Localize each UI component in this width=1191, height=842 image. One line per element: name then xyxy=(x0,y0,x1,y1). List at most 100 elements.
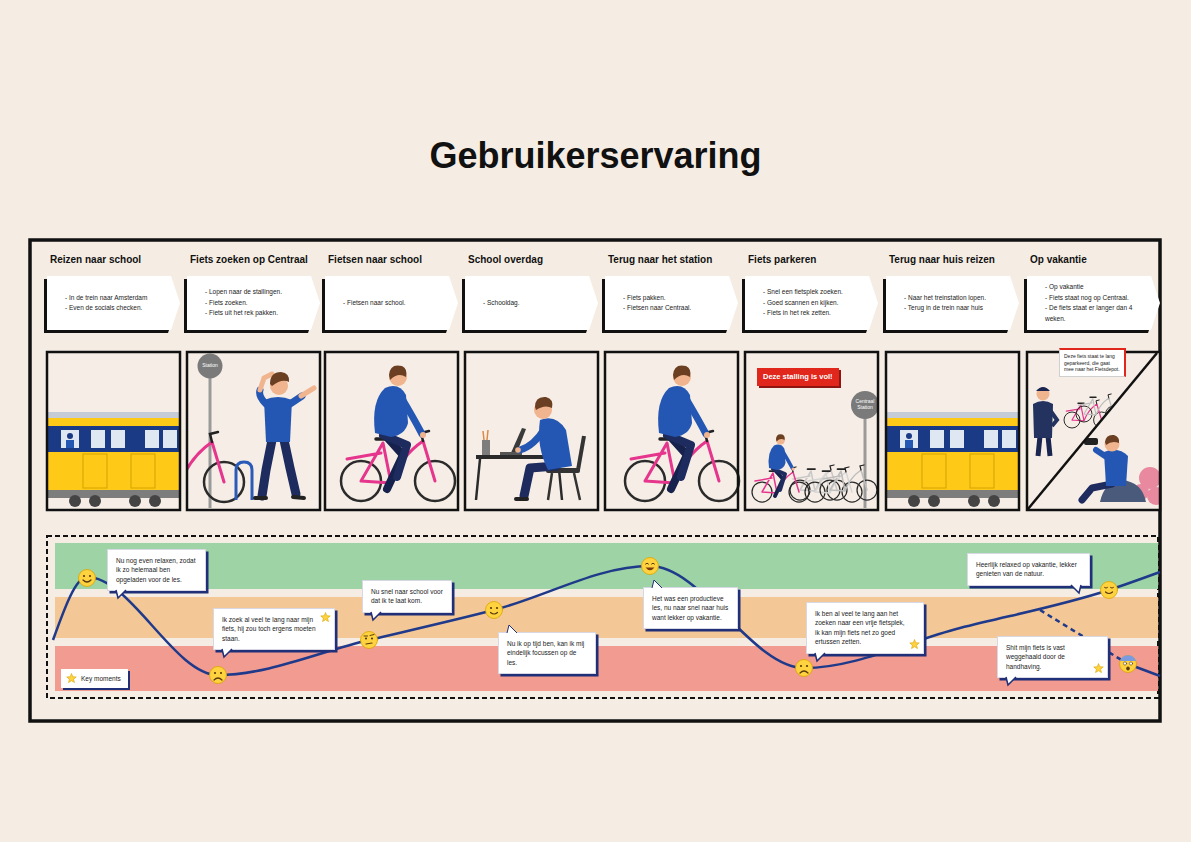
emotion-face xyxy=(1106,592,1113,594)
step-chevron xyxy=(745,276,878,330)
emotion-face xyxy=(490,607,492,609)
legend-swatch xyxy=(66,673,77,684)
desk-scene xyxy=(516,497,527,501)
emotion-callout: Ik ben al veel te lang aan het zoeken na… xyxy=(806,602,924,654)
panel-border xyxy=(47,352,1160,510)
searching-person xyxy=(255,496,266,500)
step-bullet: - Fietsen naar Centraal. xyxy=(623,303,724,314)
speech-bubble: Deze fiets staat te lang geparkeerd, die… xyxy=(1059,348,1126,377)
journey-step: Terug naar het station- Fiets pakken.- F… xyxy=(605,253,738,330)
callout-tail xyxy=(815,653,825,661)
callout-tail xyxy=(1071,585,1081,593)
callout-tail xyxy=(1071,585,1081,593)
panel-ground xyxy=(47,352,180,510)
emotion-face xyxy=(1129,662,1132,665)
step-chevron xyxy=(1027,276,1160,330)
holiday-scene xyxy=(1105,435,1119,445)
journey-step: Fiets parkeren - Snel een fietsplek zoeke… xyxy=(745,253,878,330)
journey-illustration xyxy=(886,412,1019,507)
bicycle-rack xyxy=(752,434,877,502)
enforcement-scene xyxy=(1050,410,1057,426)
bicycle-rack xyxy=(769,434,795,496)
emotion-face xyxy=(210,667,227,684)
panel-ground xyxy=(886,352,1019,510)
enforcement-scene xyxy=(1076,394,1122,422)
step-bullet: - Fiets in het rek zetten. xyxy=(763,308,864,319)
step-bullet: - Snel een fietsplek zoeken. xyxy=(763,287,864,298)
positive-band xyxy=(55,543,1158,589)
searching-person xyxy=(301,388,314,396)
step-box: - Op vakantie- Fiets staat nog op Centra… xyxy=(1027,276,1160,330)
emotion-face xyxy=(371,637,373,639)
callout-tail xyxy=(815,653,825,661)
step-box: - Fietsen naar school. xyxy=(325,276,458,330)
emotion-face xyxy=(1120,655,1137,672)
key-moment-star xyxy=(909,639,920,650)
desk-scene xyxy=(578,436,584,470)
emotion-face xyxy=(214,672,216,674)
enforcement-scene xyxy=(1033,387,1122,456)
emotion-face xyxy=(642,558,659,575)
desk-scene xyxy=(482,440,490,455)
desk-scene xyxy=(483,430,488,440)
station-sign xyxy=(851,391,879,508)
legend-item: Key moments xyxy=(61,669,128,688)
sign-text: Deze stalling is vol! xyxy=(763,372,833,382)
emotion-face xyxy=(83,580,91,582)
emotion-face xyxy=(1123,662,1126,665)
step-box: - Snel een fietsplek zoeken.- Goed scann… xyxy=(745,276,878,330)
emotion-face xyxy=(486,602,503,619)
searching-person xyxy=(284,440,296,494)
emotion-face xyxy=(1120,655,1136,661)
emotion-face xyxy=(364,635,374,637)
key-moment-star xyxy=(320,612,331,623)
searching-person xyxy=(270,372,289,386)
callout-text: Shit mijn fiets is vast weggehaald door … xyxy=(1006,643,1090,671)
station-sign xyxy=(864,418,867,508)
step-chevron xyxy=(47,276,180,330)
emotion-face xyxy=(361,632,378,649)
callout-tail xyxy=(222,649,232,657)
step-chevron xyxy=(47,276,180,330)
step-chevron xyxy=(886,276,1019,330)
emotion-face xyxy=(646,568,655,571)
emotion-face xyxy=(800,665,802,667)
emotion-callout: Nu nog even relaxen, zodat ik zo helemaa… xyxy=(107,549,206,591)
journey-step: Op vakantie- Op vakantie- Fiets staat no… xyxy=(1027,253,1160,330)
legend-swatch xyxy=(67,674,77,683)
sign-label: Centraal Station xyxy=(851,399,879,410)
emotion-callout: Nu ik op tijd ben, kan ik mij eindelijk … xyxy=(498,632,596,674)
emotion-callout: Ik zoek al veel te lang naar mijn fiets,… xyxy=(213,608,335,650)
panel-border xyxy=(187,352,320,510)
station-sign xyxy=(851,391,879,419)
step-title: Fiets parkeren xyxy=(745,253,878,269)
panel-ground xyxy=(325,352,458,510)
enforcement-scene xyxy=(1036,387,1050,391)
step-chevron xyxy=(325,276,458,330)
emotion-face xyxy=(486,602,503,619)
panel-ground xyxy=(187,352,320,510)
searching-person xyxy=(255,372,314,498)
holiday-scene xyxy=(1096,450,1108,458)
step-bullet: - Even de socials checken. xyxy=(65,303,166,314)
step-bullet: - Goed scannen en kijken. xyxy=(763,298,864,309)
callout-tail xyxy=(652,580,662,588)
emotion-face xyxy=(210,667,227,684)
emotion-face xyxy=(646,563,655,564)
callout-text: Ik zoek al veel te lang naar mijn fiets,… xyxy=(222,615,317,643)
journey-step: Reizen naar school- In de trein naar Ams… xyxy=(47,253,180,330)
emotion-face xyxy=(1126,667,1130,671)
station-sign xyxy=(198,354,223,509)
step-title: Fiets zoeken op Centraal xyxy=(187,253,320,269)
callout-tail xyxy=(222,649,232,657)
emotion-callout: Heerlijk relaxed op vakantie, lekker gen… xyxy=(967,553,1090,586)
panel-ground xyxy=(745,352,878,510)
emotion-face xyxy=(214,678,222,680)
callout-tail xyxy=(507,625,517,633)
journey-frame xyxy=(30,240,1160,721)
desk-scene xyxy=(524,466,556,496)
callout-text: Nu snel naar school voor dat ik te laat … xyxy=(371,587,443,606)
step-chevron xyxy=(465,276,598,330)
